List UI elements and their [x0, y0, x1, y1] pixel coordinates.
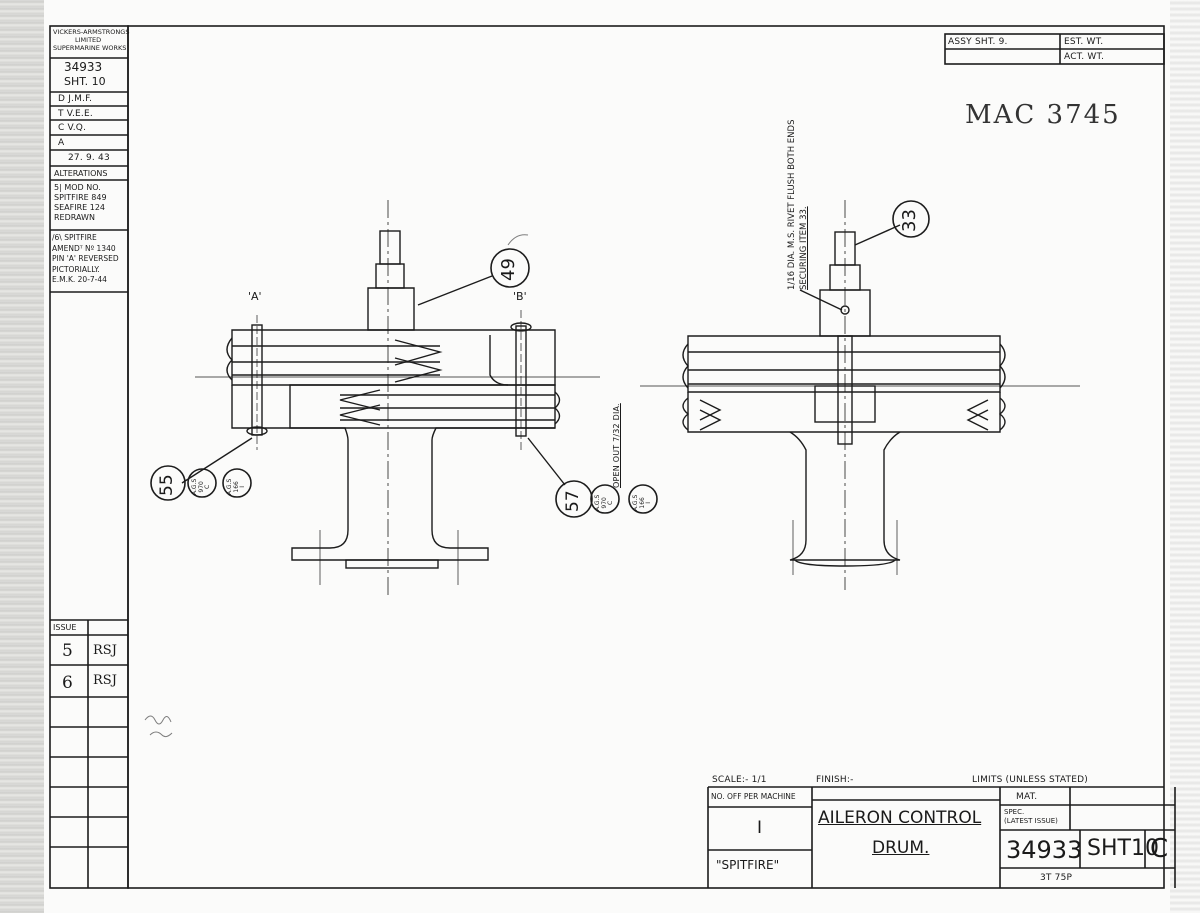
part-title-line-1: AILERON CONTROL — [818, 808, 982, 828]
latest-issue-label: (LATEST ISSUE) — [1004, 817, 1058, 825]
drawn-by: D J.M.F. — [58, 94, 93, 104]
left-drawing-number: 34933 — [64, 60, 103, 74]
company-line-3: SUPERMARINE WORKS — [53, 44, 127, 52]
scan-edge-left — [0, 0, 44, 913]
spec-57a-line-3: C — [607, 500, 614, 505]
alteration-5-line-3: SEAFIRE 124 — [54, 203, 105, 212]
scale-label: SCALE:- 1/1 — [712, 775, 767, 785]
issue-6-number: 6 — [62, 673, 73, 693]
reference-number: 3T 75P — [1040, 873, 1073, 883]
spec-55b: A.G.S 166 I — [226, 479, 247, 495]
spec-label: SPEC. — [1004, 808, 1025, 816]
note-open-out: OPEN OUT 7/32 DIA. — [612, 403, 621, 488]
spec-55b-line-3: I — [239, 485, 246, 488]
drawing-date: 27. 9. 43 — [68, 153, 110, 163]
alteration-6-line-4: PICTORIALLY. — [52, 264, 100, 274]
alteration-6: /6\ SPITFIRE AMENDᵀ Nº 1340 PIN 'A' REVE… — [52, 233, 119, 286]
balloon-49: 49 — [498, 258, 519, 281]
assembly-sheet: ASSY SHT. 9. — [948, 37, 1008, 47]
balloon-33-circle — [892, 200, 930, 238]
left-view-drawing — [181, 200, 600, 598]
drawing-number: 34933 — [1006, 836, 1083, 864]
aircraft-name: "SPITFIRE" — [716, 858, 780, 872]
alteration-6-line-3: PIN 'A' REVERSED — [52, 254, 119, 263]
company-line-2: LIMITED — [75, 36, 102, 44]
alteration-5-line-1: 5| MOD NO. — [54, 183, 101, 192]
spec-57a: A.G.S 970 C — [594, 495, 615, 511]
rivet-note-line-1: 1/16 DIA. M.S. RIVET FLUSH BOTH ENDS — [787, 119, 797, 290]
spec-57b-line-3: I — [645, 501, 652, 504]
alteration-6-line-2: AMENDᵀ Nº 1340 — [52, 243, 116, 253]
limits-label: LIMITS (UNLESS STATED) — [972, 775, 1088, 785]
rivet-note: 1/16 DIA. M.S. RIVET FLUSH BOTH ENDS SEC… — [786, 120, 810, 290]
balloon-57-circle — [555, 480, 593, 518]
sheet-border — [127, 25, 1165, 889]
alteration-6-line-5: E.M.K. 20-7-44 — [52, 275, 107, 284]
quantity-label: NO. OFF PER MACHINE — [711, 792, 796, 801]
company-name: VICKERS-ARMSTRONGS LIMITED SUPERMARINE W… — [53, 28, 129, 52]
balloon-33: 33 — [899, 209, 920, 232]
issue-5-initials: RSJ — [93, 643, 117, 658]
quantity-value: I — [757, 818, 763, 838]
sheet-number: SHT10 — [1087, 836, 1159, 861]
spec-57b: A.G.S 166 I — [632, 495, 653, 511]
issue-5-number: 5 — [62, 641, 73, 661]
balloon-49-circle — [490, 248, 530, 288]
left-sheet-number: SHT. 10 — [64, 75, 106, 88]
approved-by: A — [58, 138, 65, 148]
material-label: MAT. — [1016, 792, 1038, 802]
checked-by: C V.Q. — [58, 123, 87, 133]
finish-label: FINISH:- — [816, 775, 854, 785]
issue-label: ISSUE — [53, 623, 77, 632]
handwritten-reference: MAC 3745 — [965, 100, 1121, 130]
scan-edge-right — [1170, 0, 1200, 913]
balloon-55-circle — [150, 465, 186, 501]
balloon-57: 57 — [563, 490, 583, 512]
spec-55a: A.G.S 970 C — [191, 479, 212, 495]
part-title-line-2: DRUM. — [872, 838, 930, 858]
left-title-block — [49, 25, 129, 889]
issue-6-initials: RSJ — [93, 673, 117, 688]
alteration-5-line-2: SPITFIRE 849 — [54, 193, 107, 202]
right-view-drawing — [640, 200, 1080, 590]
traced-by: T V.E.E. — [58, 109, 93, 119]
actual-weight: ACT. WT. — [1064, 52, 1105, 62]
issue-letter: C — [1150, 834, 1169, 864]
estimated-weight: EST. WT. — [1064, 37, 1104, 47]
spec-55a-line-3: C — [204, 484, 211, 489]
alterations-label: ALTERATIONS — [54, 169, 108, 178]
alteration-5-line-4: REDRAWN — [54, 213, 95, 222]
pin-b-label: 'B' — [513, 290, 527, 303]
alteration-6-line-1: /6\ SPITFIRE — [52, 233, 97, 242]
rivet-note-line-2: SECURING ITEM 33. — [799, 206, 809, 290]
company-line-1: VICKERS-ARMSTRONGS — [53, 28, 130, 36]
alteration-5: 5| MOD NO. SPITFIRE 849 SEAFIRE 124 REDR… — [54, 183, 107, 223]
balloon-55: 55 — [157, 474, 177, 496]
pin-a-label: 'A' — [248, 290, 262, 303]
